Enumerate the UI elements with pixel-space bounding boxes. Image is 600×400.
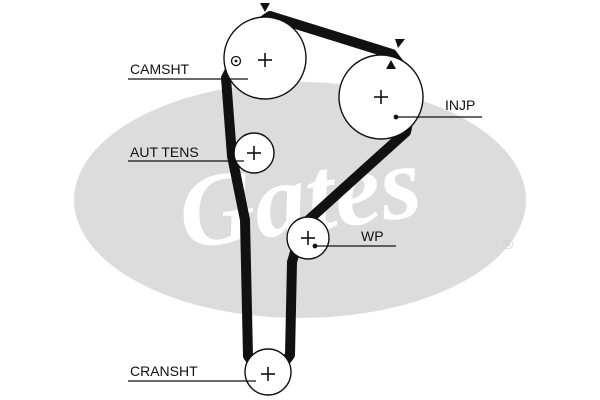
- watermark-oval: [74, 82, 526, 318]
- auto-tensioner-label: AUT TENS: [130, 144, 199, 160]
- injection-pump-inner-mark-icon: [386, 60, 396, 69]
- camshaft-center-cross: [258, 53, 272, 67]
- injection-pump-leader-dot: [393, 114, 399, 120]
- injection-pump-alignment-arrow-icon: [395, 39, 405, 48]
- injection-pump-pulley: [338, 39, 424, 140]
- auto-tensioner-pulley: [233, 132, 275, 174]
- crankshaft-pulley: [244, 348, 292, 396]
- water-pump-center-cross: [301, 231, 315, 245]
- water-pump-label: WP: [361, 228, 384, 244]
- camshaft-label: CAMSHT: [130, 61, 190, 77]
- injection-pump-label: INJP: [445, 97, 475, 113]
- crankshaft-label: CRANSHT: [130, 363, 198, 379]
- water-pump-pulley: [286, 216, 330, 260]
- camshaft-alignment-arrow-icon: [260, 3, 270, 12]
- leader-lines: [128, 78, 482, 382]
- auto-tensioner-center-cross: [247, 146, 261, 160]
- camshaft-timing-mark-icon: [230, 55, 242, 67]
- camshaft-pulley: [223, 3, 307, 100]
- registered-mark: ®: [503, 236, 514, 252]
- injection-pump-center-cross: [374, 90, 388, 104]
- gates-watermark-logo: Gates ®: [74, 82, 526, 318]
- water-pump-leader-dot: [312, 243, 318, 249]
- crankshaft-center-cross: [261, 367, 275, 381]
